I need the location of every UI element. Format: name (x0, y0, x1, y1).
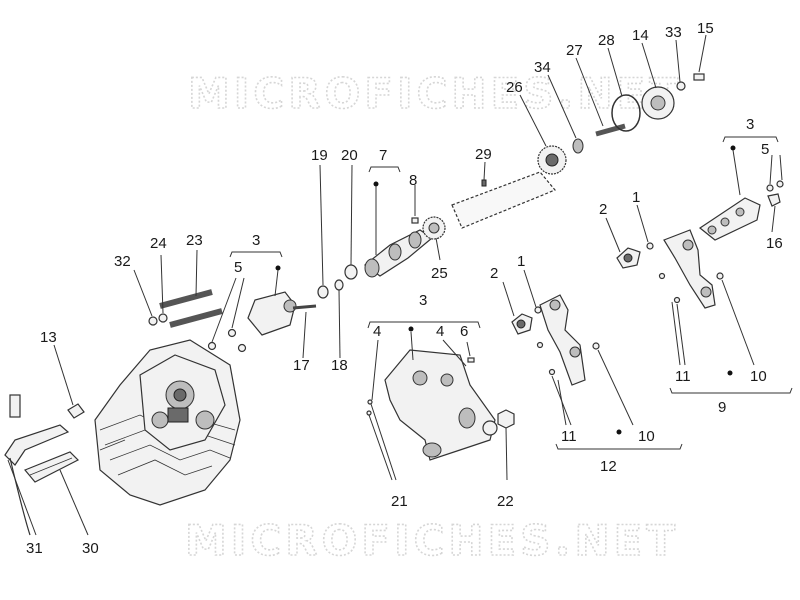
callouts: 13 31 30 32 24 23 3 5 17 19 20 18 7 8 25… (26, 20, 783, 557)
callout-16: 16 (766, 235, 783, 252)
callout-28: 28 (598, 32, 615, 49)
callout-9: 9 (718, 399, 726, 416)
part-19-20-18 (317, 164, 358, 359)
part-32-24-23 (133, 249, 223, 328)
cylinder-head (94, 339, 241, 506)
callout-3-right: 3 (746, 116, 754, 133)
part-26-34-27-28-14-33-15 (519, 34, 707, 175)
part-3-tensioner-left (207, 251, 317, 359)
callout-8: 8 (409, 172, 417, 189)
callout-7: 7 (379, 147, 387, 164)
callout-2-middle: 2 (490, 265, 498, 282)
callout-5-right: 5 (761, 141, 769, 158)
part-31-guide (4, 424, 70, 536)
part-rocker-right (605, 136, 793, 394)
callout-12: 12 (600, 458, 617, 475)
part-rocker-middle (502, 269, 683, 450)
part-7-camshaft (364, 166, 446, 278)
callout-21: 21 (391, 493, 408, 510)
callout-22: 22 (497, 493, 514, 510)
part-22-nut (497, 409, 515, 481)
part-30-guide (24, 451, 89, 536)
callout-4-b: 4 (436, 323, 444, 340)
callout-18: 18 (331, 357, 348, 374)
callout-30: 30 (82, 540, 99, 557)
callout-2-right: 2 (599, 201, 607, 218)
callout-27: 27 (566, 42, 583, 59)
callout-10-right: 10 (750, 368, 767, 385)
callout-20: 20 (341, 147, 358, 164)
callout-23: 23 (186, 232, 203, 249)
callout-32: 32 (114, 253, 131, 270)
watermark-bottom: MICROFICHES.NET (185, 516, 679, 565)
callout-19: 19 (311, 147, 328, 164)
callout-17: 17 (293, 357, 310, 374)
part-3-rocker-support (366, 321, 498, 481)
callout-34: 34 (534, 59, 551, 76)
callout-26: 26 (506, 79, 523, 96)
callout-3-center: 3 (419, 292, 427, 309)
callout-31: 31 (26, 540, 43, 557)
callout-11-right: 11 (675, 368, 691, 385)
watermark-top: MICROFICHES.NET (188, 69, 682, 118)
callout-4-a: 4 (373, 323, 381, 340)
callout-13: 13 (40, 329, 57, 346)
part-29-tube (451, 161, 556, 229)
callout-25: 25 (431, 265, 448, 282)
callout-1-right: 1 (632, 189, 640, 206)
callout-10-middle: 10 (638, 428, 655, 445)
callout-11-middle: 11 (561, 428, 577, 445)
callout-24: 24 (150, 235, 167, 252)
callout-15: 15 (697, 20, 714, 37)
callout-33: 33 (665, 24, 682, 41)
callout-5-left: 5 (234, 259, 242, 276)
callout-29: 29 (475, 146, 492, 163)
callout-1-middle: 1 (517, 253, 525, 270)
part-13-plug (9, 344, 85, 419)
callout-6: 6 (460, 323, 468, 340)
callout-3-left: 3 (252, 232, 260, 249)
callout-14: 14 (632, 27, 649, 44)
